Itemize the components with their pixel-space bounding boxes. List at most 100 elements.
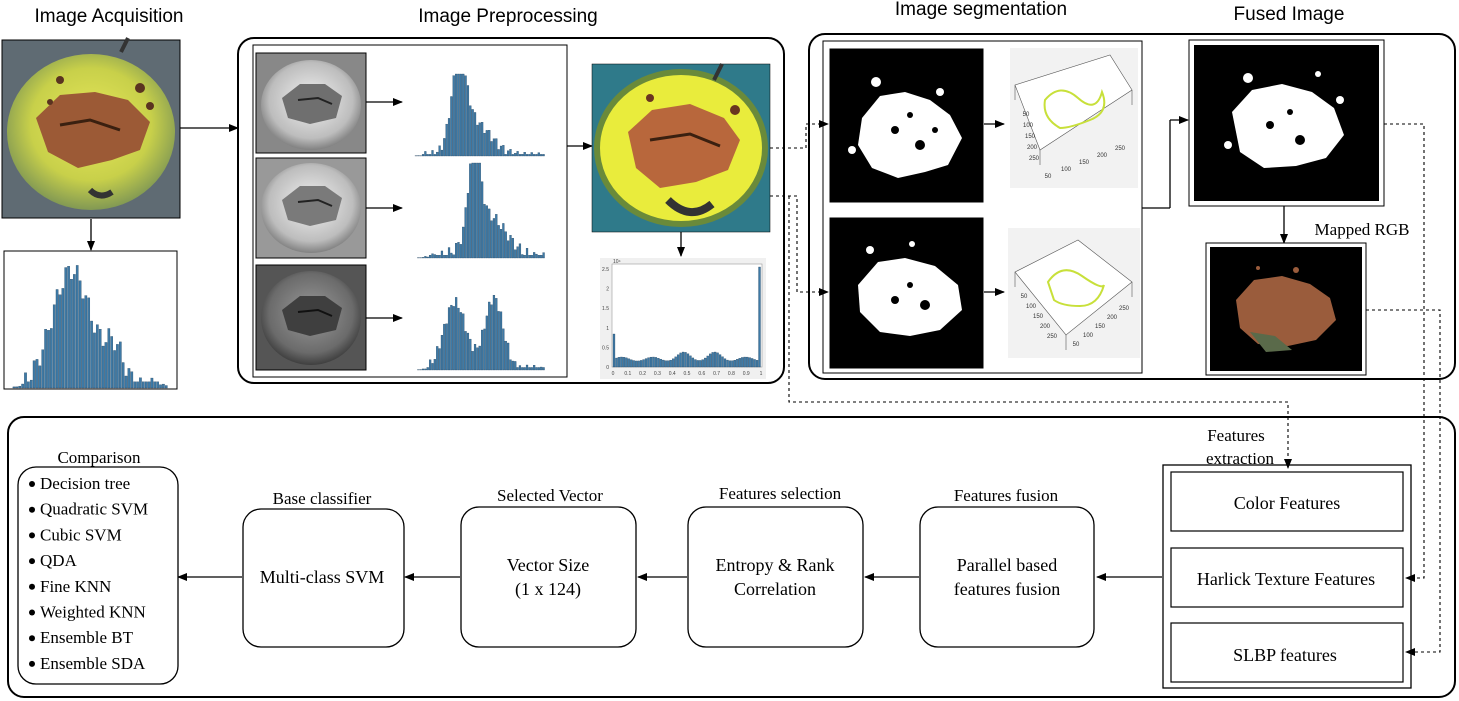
features-selection-text-2: Correlation <box>734 579 816 599</box>
histogram-bar <box>507 240 510 259</box>
histogram-bar <box>672 358 675 368</box>
histogram-bar <box>75 265 79 389</box>
histogram-bar <box>436 254 439 259</box>
histogram-bar <box>755 360 759 368</box>
histogram-bar <box>73 274 76 389</box>
histogram-bar <box>440 149 444 157</box>
histogram-bar <box>533 252 536 259</box>
histogram-bar <box>509 359 512 371</box>
bullet-icon <box>29 532 35 539</box>
bullet-icon <box>29 558 35 565</box>
histogram-bar <box>153 381 157 389</box>
histogram-bar <box>542 252 545 259</box>
histogram-bar <box>620 356 623 368</box>
histogram-bar <box>483 328 486 371</box>
histogram-bar <box>701 359 704 368</box>
dashed-arrow-to-seg-2 <box>770 195 829 296</box>
histogram-bar <box>90 320 93 389</box>
histogram-bar <box>433 154 436 157</box>
histogram-bar <box>101 345 105 389</box>
histogram-bar <box>644 358 648 368</box>
channel-1-image <box>255 52 367 154</box>
mapped-rgb-image <box>1205 242 1367 376</box>
histogram-bar <box>647 357 650 368</box>
histogram-bar <box>478 162 481 259</box>
histogram-bar <box>718 354 722 368</box>
histogram-bar <box>667 360 670 368</box>
plot3d-tick: 150 <box>1079 160 1090 166</box>
histogram-bar <box>433 359 436 371</box>
histogram-bar <box>67 266 70 389</box>
histogram-bar <box>657 358 660 368</box>
histogram-bar <box>445 323 448 371</box>
histogram-bar <box>525 248 529 259</box>
histogram-bar <box>450 252 453 259</box>
features-selection-title: Features selection <box>719 484 842 503</box>
histogram-bar <box>533 365 536 371</box>
histogram-bar <box>481 181 484 259</box>
histogram-bar <box>509 149 512 157</box>
histogram-bar <box>704 357 707 368</box>
histogram-bar <box>709 353 712 368</box>
harlick-features-box <box>1170 547 1404 608</box>
histogram-bar <box>144 381 148 389</box>
selected-vector-box <box>460 506 637 648</box>
plot3d-tick: 200 <box>1040 324 1051 330</box>
histogram-bar <box>471 109 474 157</box>
histogram-bar <box>21 383 24 389</box>
histogram-bar <box>431 253 434 259</box>
histogram-bar <box>499 311 503 371</box>
histogram-bar <box>713 351 717 368</box>
histogram-bar <box>499 145 503 157</box>
channel-2-histogram <box>417 162 545 259</box>
histogram-bar <box>523 254 526 259</box>
histogram-bar <box>504 231 507 259</box>
histogram-bar <box>711 352 714 368</box>
histogram-bar <box>113 350 116 389</box>
histogram-bar <box>516 246 519 259</box>
hist-x-tick: 0.6 <box>698 371 705 377</box>
histogram-bar <box>452 306 455 371</box>
histogram-bar <box>473 344 477 371</box>
histogram-bar <box>511 237 514 259</box>
acquisition-histogram <box>3 250 178 390</box>
histogram-bar <box>50 328 53 389</box>
plot3d-tick: 250 <box>1029 156 1040 162</box>
histogram-bar <box>514 361 517 371</box>
histogram-bar <box>525 364 529 371</box>
histogram-bar <box>147 381 151 389</box>
histogram-bar <box>514 249 517 259</box>
hist-x-tick: 0.9 <box>743 371 750 377</box>
histogram-bar <box>457 307 460 371</box>
histogram-bar <box>748 357 751 368</box>
features-selection-text-1: Entropy & Rank <box>716 555 835 575</box>
histogram-bar <box>473 112 477 157</box>
histogram-bar <box>542 367 545 371</box>
histogram-bar <box>689 355 692 368</box>
histogram-bar <box>694 359 697 368</box>
bullet-icon <box>29 635 35 642</box>
histogram-bar <box>492 138 496 157</box>
histogram-bar <box>518 243 522 259</box>
histogram-bar <box>691 357 695 368</box>
histogram-bar <box>133 381 136 389</box>
histogram-bar <box>622 357 625 368</box>
histogram-bar <box>483 132 486 157</box>
histogram-bar <box>78 280 82 389</box>
histogram-bar <box>659 358 662 368</box>
histogram-bar <box>116 344 119 389</box>
histogram-bar <box>27 381 30 389</box>
histogram-bar <box>469 105 472 157</box>
features-extraction-title-line1: Features <box>1207 426 1265 445</box>
hist-x-tick: 0 <box>612 371 615 377</box>
histogram-bar <box>440 335 444 371</box>
histogram-bar <box>96 324 99 389</box>
histogram-bar <box>492 218 496 259</box>
channel-3-image <box>255 264 367 371</box>
histogram-bar <box>98 329 102 389</box>
histogram-bar <box>478 122 481 157</box>
histogram-bar <box>516 367 519 371</box>
histogram-bar <box>35 359 39 389</box>
hist-x-tick: 0.2 <box>639 371 646 377</box>
